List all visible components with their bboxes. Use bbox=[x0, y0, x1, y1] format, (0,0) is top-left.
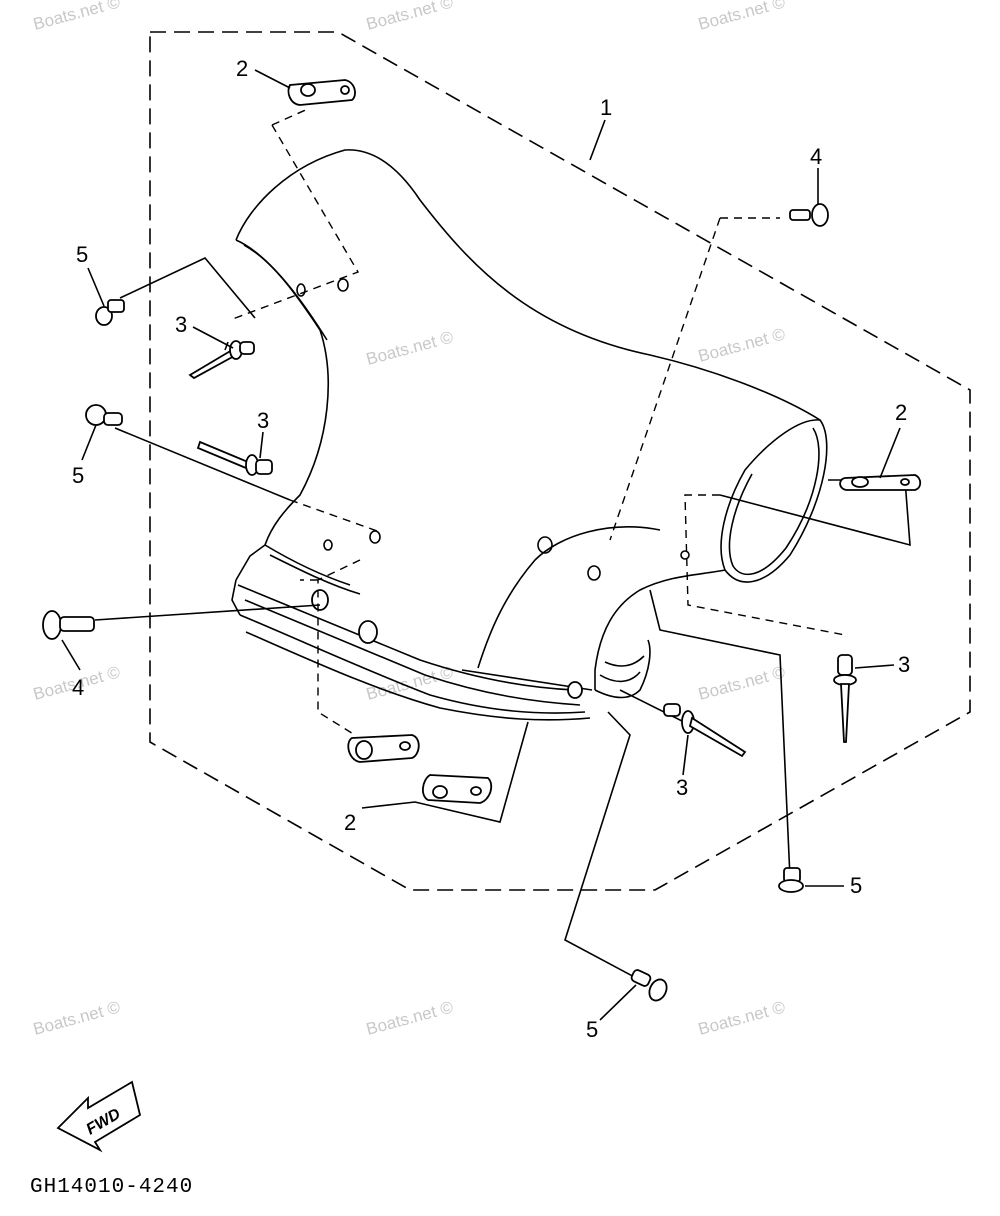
callout-5-right: 5 bbox=[850, 873, 862, 898]
callout-3-right: 3 bbox=[898, 652, 910, 677]
watermark-layer: Boats.net © Boats.net © Boats.net © Boat… bbox=[31, 0, 787, 1039]
watermark-text: Boats.net © bbox=[31, 0, 122, 34]
rivet-3-bottom bbox=[663, 703, 747, 758]
rivet-3-left-upper bbox=[188, 340, 255, 380]
callout-5-left-upper: 5 bbox=[76, 242, 88, 267]
callout-labels: 1 2 2 2 3 3 3 3 4 4 5 5 5 5 bbox=[72, 56, 910, 1042]
bracket-2-right bbox=[839, 474, 922, 491]
fwd-arrow-icon: FWD bbox=[56, 1080, 142, 1153]
callout-5-bottom: 5 bbox=[586, 1017, 598, 1042]
callout-2-top: 2 bbox=[236, 56, 248, 81]
callout-2-right: 2 bbox=[895, 400, 907, 425]
callout-5-left-lower: 5 bbox=[72, 463, 84, 488]
callout-ticks bbox=[61, 69, 901, 1021]
callout-3-left-lower: 3 bbox=[257, 408, 269, 433]
fasteners bbox=[42, 79, 922, 1002]
screw-5-right bbox=[778, 867, 804, 893]
bracket-2-bottom-right bbox=[422, 774, 493, 804]
watermark-text: Boats.net © bbox=[696, 662, 787, 704]
watermark-text: Boats.net © bbox=[364, 0, 455, 34]
callout-4-top-right: 4 bbox=[810, 144, 822, 169]
screw-5-left-lower bbox=[85, 404, 123, 426]
watermark-text: Boats.net © bbox=[696, 997, 787, 1039]
screw-4-top-right bbox=[789, 203, 829, 227]
watermark-text: Boats.net © bbox=[696, 0, 787, 34]
rivet-3-right bbox=[833, 654, 857, 743]
callout-3-left-upper: 3 bbox=[175, 312, 187, 337]
bracket-2-top bbox=[287, 79, 356, 106]
watermark-text: Boats.net © bbox=[364, 997, 455, 1039]
callout-3-bottom: 3 bbox=[676, 775, 688, 800]
callout-2-bottom: 2 bbox=[344, 810, 356, 835]
callout-1: 1 bbox=[600, 95, 612, 120]
rivet-3-left-lower bbox=[196, 440, 273, 476]
watermark-text: Boats.net © bbox=[696, 324, 787, 366]
screw-5-bottom bbox=[630, 969, 668, 1002]
watermark-text: Boats.net © bbox=[31, 997, 122, 1039]
assembly-boundary bbox=[149, 31, 971, 891]
screw-4-left bbox=[42, 610, 95, 640]
screw-5-left-upper bbox=[95, 299, 125, 326]
cowling-part-1 bbox=[231, 149, 828, 721]
watermark-text: Boats.net © bbox=[364, 327, 455, 369]
callout-4-left: 4 bbox=[72, 675, 84, 700]
bracket-2-bottom-left bbox=[347, 734, 420, 763]
diagram-code: GH14010-4240 bbox=[30, 1176, 193, 1199]
